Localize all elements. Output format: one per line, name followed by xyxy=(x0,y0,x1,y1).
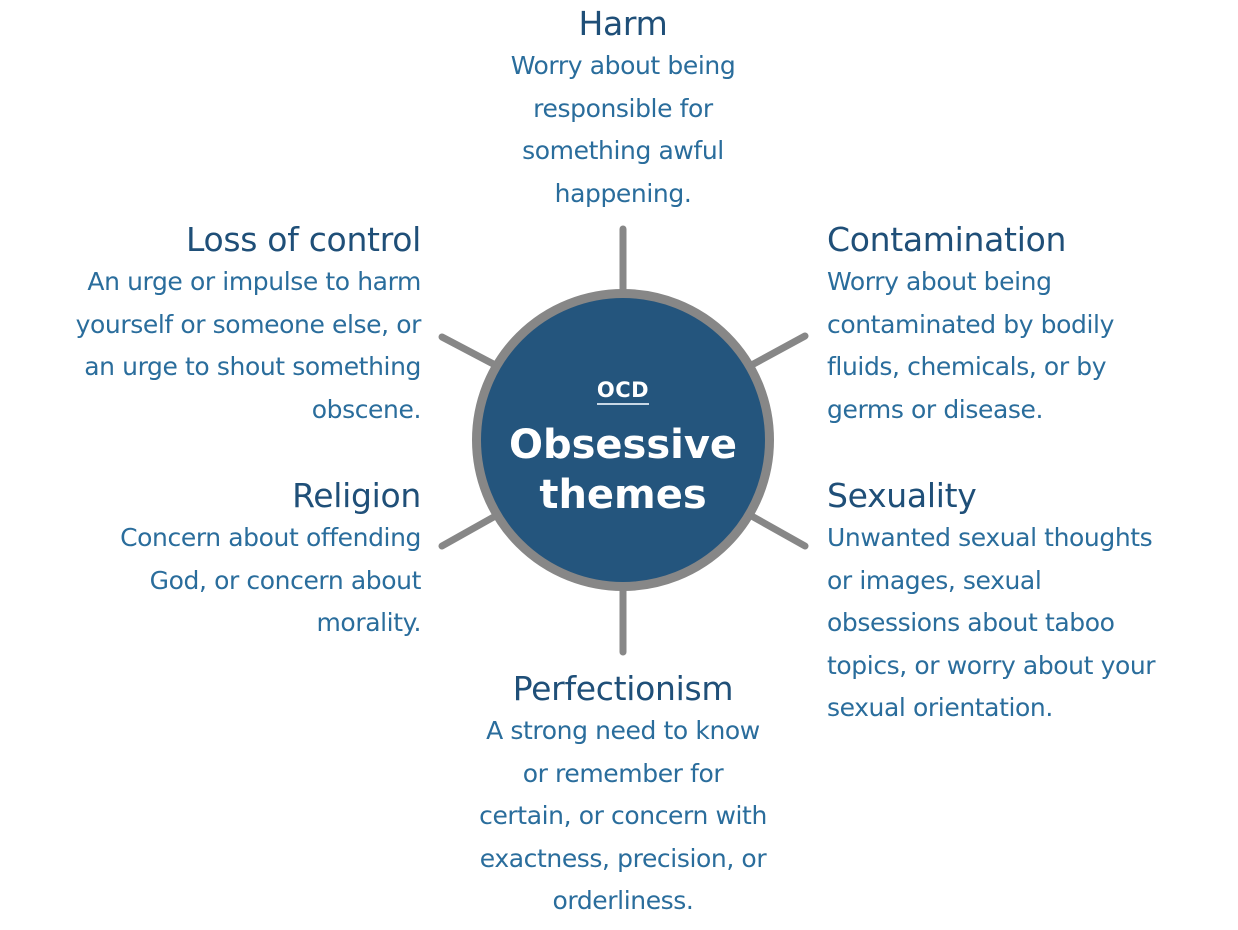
theme-contamination: Contamination Worry about being contamin… xyxy=(827,219,1238,431)
theme-description: Worry about being responsible for someth… xyxy=(430,45,816,215)
description-line: sexual orientation. xyxy=(827,693,1053,722)
description-line: happening. xyxy=(554,178,692,208)
theme-title: Perfectionism xyxy=(512,669,734,708)
theme-title: Sexuality xyxy=(827,476,977,515)
description-line: certain, or concern with xyxy=(479,801,767,830)
description-line: an urge to shout something xyxy=(84,352,421,381)
theme-title: Loss of control xyxy=(185,220,421,259)
description-line: Concern about offending xyxy=(120,523,421,552)
theme-description: Concern about offending God, or concern … xyxy=(0,517,421,645)
description-line: obsessions about taboo xyxy=(827,608,1115,637)
description-line: germs or disease. xyxy=(827,394,1044,424)
theme-loss-of-control: Loss of control An urge or impulse to ha… xyxy=(0,219,422,431)
description-line: topics, or worry about your xyxy=(827,650,1156,680)
description-line: something awful xyxy=(522,136,724,165)
hub-label: OCD xyxy=(481,378,765,405)
hub-title-line-2: themes xyxy=(539,472,707,518)
hub-title-line-1: Obsessive xyxy=(508,422,738,468)
theme-description: An urge or impulse to harm yourself or s… xyxy=(0,261,422,431)
spoke-religion xyxy=(438,510,503,550)
theme-description: A strong need to know or remember for ce… xyxy=(420,710,826,923)
description-line: orderliness. xyxy=(552,886,694,915)
theme-religion: Religion Concern about offending God, or… xyxy=(0,475,421,645)
theme-description: Unwanted sexual thoughts or images, sexu… xyxy=(827,517,1238,730)
description-line: morality. xyxy=(316,608,421,637)
description-line: exactness, precision, or xyxy=(479,843,767,873)
theme-title: Harm xyxy=(578,4,668,43)
description-line: contaminated by bodily xyxy=(827,309,1115,339)
theme-perfectionism: Perfectionism A strong need to know or r… xyxy=(420,668,826,923)
description-line: responsible for xyxy=(533,93,713,123)
spoke-sexuality xyxy=(744,510,809,550)
description-line: or images, sexual xyxy=(827,565,1042,595)
theme-harm: Harm Worry about being responsible for s… xyxy=(430,3,816,215)
hub-circle: OCD Obsessive themes xyxy=(472,289,774,591)
spoke-loss-of-control xyxy=(438,333,503,371)
description-line: Unwanted sexual thoughts xyxy=(827,523,1153,552)
description-line: An urge or impulse to harm xyxy=(87,267,421,296)
description-line: or remember for xyxy=(522,758,724,788)
description-line: Worry about being xyxy=(510,51,736,80)
hub-label-text: OCD xyxy=(596,378,650,405)
description-line: God, or concern about xyxy=(149,565,422,595)
theme-sexuality: Sexuality Unwanted sexual thoughts or im… xyxy=(827,475,1238,730)
description-line: obscene. xyxy=(311,394,422,424)
theme-description: Worry about being contaminated by bodily… xyxy=(827,261,1238,431)
description-line: Worry about being xyxy=(827,267,1052,296)
description-line: fluids, chemicals, or by xyxy=(827,352,1107,381)
spoke-contamination xyxy=(744,332,809,371)
hub-title: Obsessive themes xyxy=(481,420,765,520)
theme-title: Religion xyxy=(292,476,421,515)
description-line: A strong need to know xyxy=(486,716,760,745)
theme-title: Contamination xyxy=(827,220,1067,259)
description-line: yourself or someone else, or xyxy=(75,309,422,339)
